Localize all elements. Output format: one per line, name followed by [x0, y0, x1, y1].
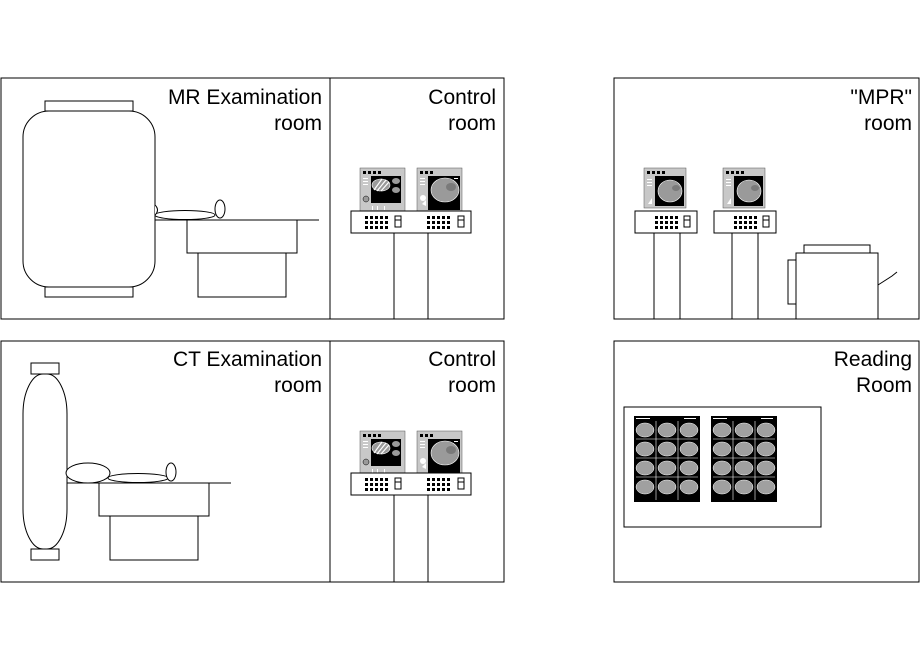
mr-exam-label-line1: MR Examination	[168, 86, 322, 109]
ct-control-room: Control room	[329, 340, 505, 583]
mr-scan-monitor	[359, 167, 406, 213]
ct-exam-label-line1: CT Examination	[173, 348, 322, 371]
ct-examination-room: CT Examination room	[0, 340, 331, 583]
ct-scan-monitor	[359, 430, 406, 476]
mpr-workstation-2	[713, 167, 777, 319]
ct-control-label-line2: room	[448, 374, 496, 397]
mr-console-keyboard	[350, 210, 472, 234]
reading-label-line1: Reading	[834, 348, 912, 371]
mr-exam-label-line2: room	[274, 112, 322, 135]
film-printer	[787, 244, 898, 320]
mr-image-monitor	[416, 167, 463, 213]
ct-patient-table	[65, 462, 231, 561]
film-sheet-2	[710, 415, 778, 503]
ct-scanner-gantry	[22, 362, 68, 561]
mpr-room: "MPR" room	[613, 77, 920, 320]
reading-room: Reading Room	[613, 340, 920, 583]
mr-control-room: Control room	[329, 77, 505, 320]
mpr-label-line1: "MPR"	[850, 86, 912, 109]
mr-examination-room: MR Examination room	[0, 77, 331, 320]
mr-patient-table	[154, 199, 319, 298]
ct-image-monitor	[416, 430, 463, 476]
mr-control-label-line1: Control	[428, 86, 496, 109]
mpr-workstation-1	[634, 167, 698, 319]
mr-scanner-gantry	[22, 100, 156, 298]
film-sheet-1	[633, 415, 701, 503]
mr-control-label-line2: room	[448, 112, 496, 135]
ct-console-keyboard	[350, 472, 472, 496]
reading-label-line2: Room	[856, 374, 912, 397]
mpr-label-line2: room	[864, 112, 912, 135]
ct-control-label-line1: Control	[428, 348, 496, 371]
lightbox	[623, 406, 822, 528]
ct-exam-label-line2: room	[274, 374, 322, 397]
